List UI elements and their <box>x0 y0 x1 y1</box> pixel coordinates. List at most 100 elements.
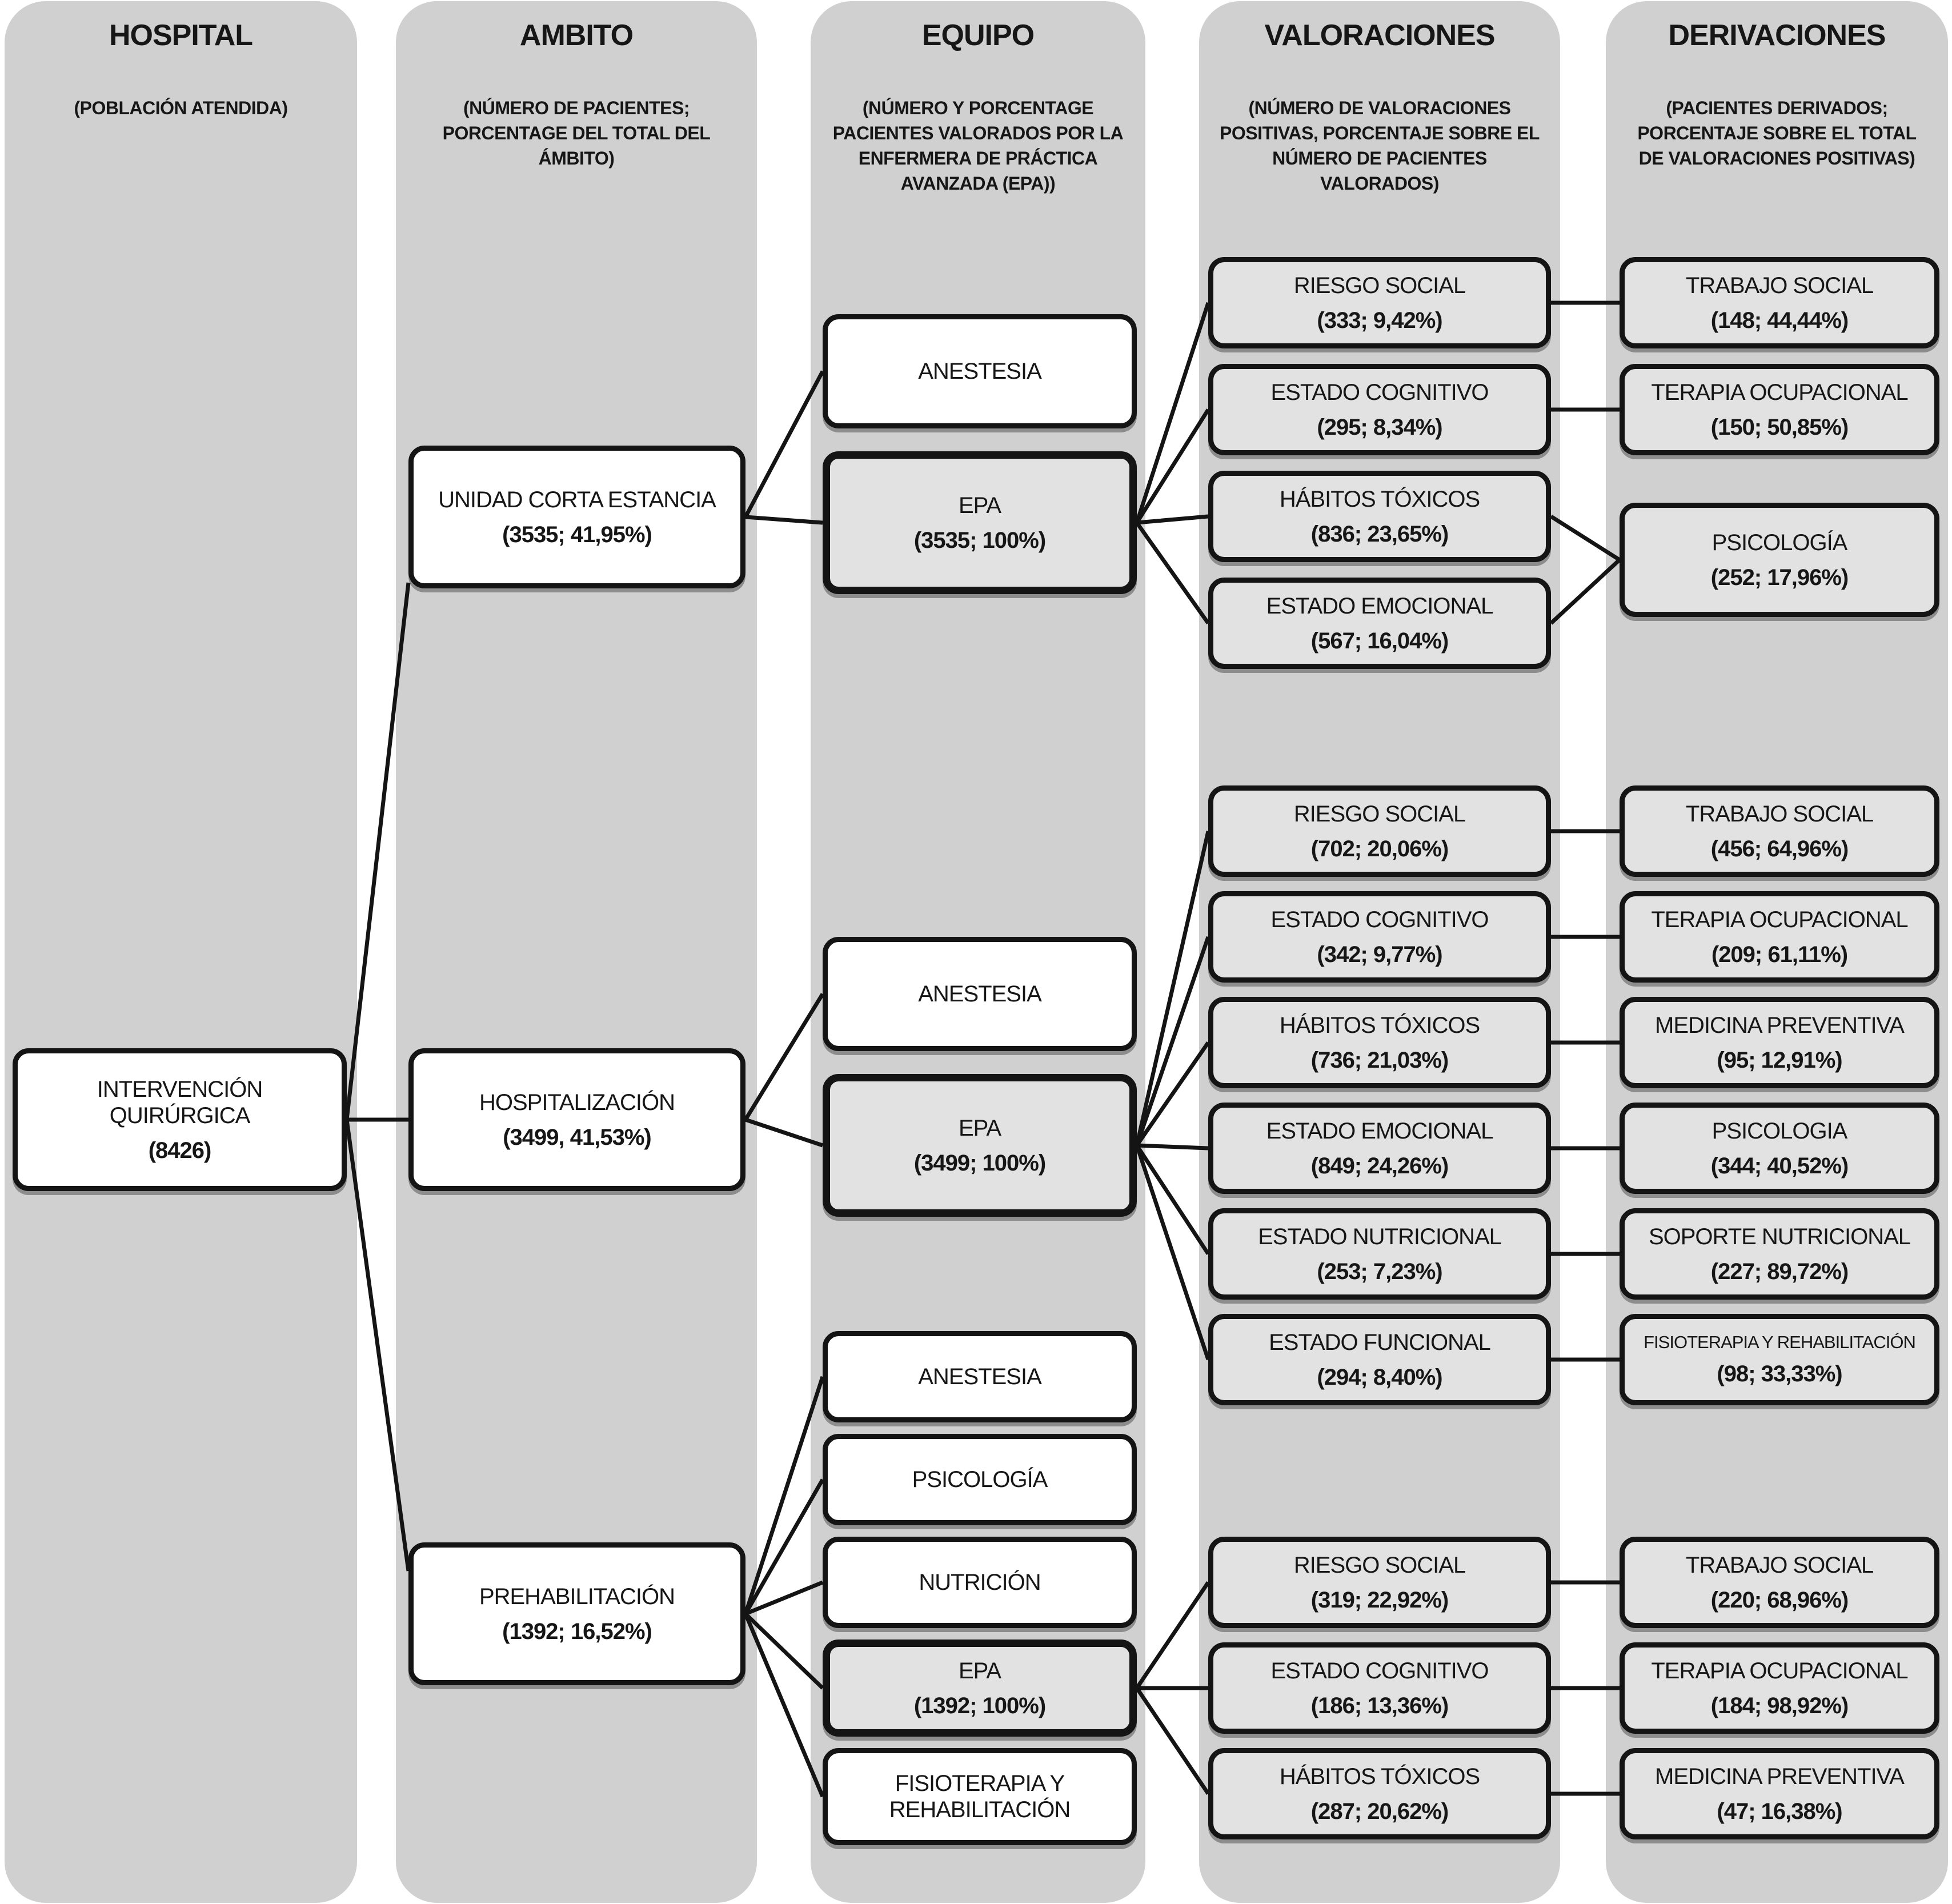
box-label: TRABAJO SOCIAL <box>1685 272 1874 298</box>
node-c1-derivacion-trabajo-social: TRABAJO SOCIAL (148; 44,44%) <box>1620 257 1939 348</box>
box-value: (342; 9,77%) <box>1317 941 1442 967</box>
box-value: (148; 44,44%) <box>1710 307 1849 333</box>
box-label: RIESGO SOCIAL <box>1293 272 1466 298</box>
node-c2-equipo-epa: EPA (3499; 100%) <box>823 1074 1137 1217</box>
node-intervencion-quirurgica: INTERVENCIÓN QUIRÚRGICA (8426) <box>13 1048 347 1191</box>
column-subtitle: (POBLACIÓN ATENDIDA) <box>74 98 288 118</box>
box-label: ESTADO NUTRICIONAL <box>1258 1224 1502 1249</box>
box-value: (333; 9,42%) <box>1317 307 1442 333</box>
column-subtitle: (NÚMERO DE PACIENTES; PORCENTAGE DEL TOT… <box>442 98 711 169</box>
box-label: TRABAJO SOCIAL <box>1685 1552 1874 1578</box>
box-value: (209; 61,11%) <box>1711 941 1848 967</box>
box-value: (150; 50,85%) <box>1710 414 1849 440</box>
node-c3-equipo-nutricion: NUTRICIÓN <box>823 1537 1137 1628</box>
box-label: RIESGO SOCIAL <box>1293 1552 1466 1578</box>
node-c1-valoracion-estado-emocional: ESTADO EMOCIONAL (567; 16,04%) <box>1208 578 1551 669</box>
box-label: ESTADO EMOCIONAL <box>1266 1118 1494 1144</box>
node-c2-valoracion-estado-emocional: ESTADO EMOCIONAL (849; 24,26%) <box>1208 1103 1551 1194</box>
box-label: EPA <box>958 1658 1001 1683</box>
box-label: ESTADO COGNITIVO <box>1270 1658 1489 1683</box>
box-value: (3535; 41,95%) <box>502 522 652 547</box>
box-value: (3499; 100%) <box>913 1150 1046 1176</box>
column-subtitle: (PACIENTES DERIVADOS; PORCENTAJE SOBRE E… <box>1637 98 1917 169</box>
node-c1-derivacion-psicologia: PSICOLOGÍA (252; 17,96%) <box>1620 503 1939 617</box>
node-c2-derivacion-fisioterapia-rehabilitacion: FISIOTERAPIA Y REHABILITACIÓN (98; 33,33… <box>1620 1314 1939 1405</box>
box-label: PSICOLOGÍA <box>912 1467 1048 1492</box>
box-value: (3535; 100%) <box>913 527 1046 553</box>
box-label: SOPORTE NUTRICIONAL <box>1648 1224 1911 1249</box>
box-value: (47; 16,38%) <box>1717 1798 1842 1824</box>
node-c1-valoracion-estado-cognitivo: ESTADO COGNITIVO (295; 8,34%) <box>1208 364 1551 455</box>
box-value: (227; 89,72%) <box>1710 1258 1849 1284</box>
box-label: MEDICINA PREVENTIVA <box>1655 1763 1905 1789</box>
column-title: AMBITO <box>519 19 634 52</box>
node-c2-derivacion-psicologia: PSICOLOGIA (344; 40,52%) <box>1620 1103 1939 1194</box>
column-subtitle: (NÚMERO Y PORCENTAGE PACIENTES VALORADOS… <box>832 98 1124 194</box>
box-value: (836; 23,65%) <box>1310 521 1449 547</box>
box-value: (95; 12,91%) <box>1717 1047 1842 1073</box>
box-label: ESTADO FUNCIONAL <box>1269 1329 1491 1355</box>
node-c2-derivacion-medicina-preventiva: MEDICINA PREVENTIVA (95; 12,91%) <box>1620 997 1939 1088</box>
column-hospital: HOSPITAL (POBLACIÓN ATENDIDA) <box>5 1 357 1903</box>
box-label: ANESTESIA <box>918 981 1042 1007</box>
box-label: EPA <box>958 1115 1001 1141</box>
box-value: (3499, 41,53%) <box>503 1124 652 1150</box>
box-label: HÁBITOS TÓXICOS <box>1279 1763 1480 1789</box>
box-value: (319; 22,92%) <box>1310 1587 1449 1613</box>
node-c2-derivacion-terapia-ocupacional: TERAPIA OCUPACIONAL (209; 61,11%) <box>1620 891 1939 983</box>
node-c1-ambito: UNIDAD CORTA ESTANCIA (3535; 41,95%) <box>408 446 745 588</box>
box-value: (253; 7,23%) <box>1317 1258 1442 1284</box>
box-label: TERAPIA OCUPACIONAL <box>1651 379 1908 405</box>
box-label: NUTRICIÓN <box>919 1570 1041 1595</box>
box-value: (8426) <box>148 1137 212 1163</box>
box-label: ESTADO COGNITIVO <box>1270 379 1489 405</box>
node-c2-valoracion-riesgo-social: RIESGO SOCIAL (702; 20,06%) <box>1208 785 1551 877</box>
box-label: RIESGO SOCIAL <box>1293 801 1466 827</box>
node-c1-valoracion-habitos-toxicos: HÁBITOS TÓXICOS (836; 23,65%) <box>1208 471 1551 562</box>
node-c3-valoracion-riesgo-social: RIESGO SOCIAL (319; 22,92%) <box>1208 1537 1551 1628</box>
box-value: (344; 40,52%) <box>1710 1153 1849 1179</box>
box-label: INTERVENCIÓN QUIRÚRGICA <box>97 1076 263 1128</box>
box-value: (702; 20,06%) <box>1310 836 1449 861</box>
box-value: (295; 8,34%) <box>1317 414 1442 440</box>
node-c3-valoracion-habitos-toxicos: HÁBITOS TÓXICOS (287; 20,62%) <box>1208 1748 1551 1839</box>
node-c3-equipo-anestesia: ANESTESIA <box>823 1331 1137 1422</box>
box-value: (849; 24,26%) <box>1310 1153 1449 1179</box>
box-value: (1392; 100%) <box>913 1693 1046 1718</box>
box-value: (98; 33,33%) <box>1717 1361 1842 1387</box>
box-label: ESTADO EMOCIONAL <box>1266 593 1494 619</box>
node-c2-derivacion-trabajo-social: TRABAJO SOCIAL (456; 64,96%) <box>1620 785 1939 877</box>
node-c3-derivacion-trabajo-social: TRABAJO SOCIAL (220; 68,96%) <box>1620 1537 1939 1628</box>
column-title: HOSPITAL <box>109 19 253 52</box>
box-label: FISIOTERAPIA Y REHABILITACIÓN <box>1644 1332 1916 1352</box>
box-value: (252; 17,96%) <box>1710 564 1849 590</box>
box-label: HÁBITOS TÓXICOS <box>1279 1012 1480 1038</box>
node-c3-ambito: PREHABILITACIÓN (1392; 16,52%) <box>408 1542 745 1685</box>
node-c2-derivacion-soporte-nutricional: SOPORTE NUTRICIONAL (227; 89,72%) <box>1620 1208 1939 1300</box>
node-c3-equipo-psicologia: PSICOLOGÍA <box>823 1434 1137 1525</box>
node-c3-derivacion-medicina-preventiva: MEDICINA PREVENTIVA (47; 16,38%) <box>1620 1748 1939 1839</box>
column-title: DERIVACIONES <box>1668 19 1886 52</box>
box-label: PSICOLOGIA <box>1711 1118 1848 1144</box>
node-c3-valoracion-estado-cognitivo: ESTADO COGNITIVO (186; 13,36%) <box>1208 1642 1551 1734</box>
node-c3-derivacion-terapia-ocupacional: TERAPIA OCUPACIONAL (184; 98,92%) <box>1620 1642 1939 1734</box>
box-value: (736; 21,03%) <box>1310 1047 1449 1073</box>
box-value: (186; 13,36%) <box>1310 1693 1449 1718</box>
node-c2-valoracion-estado-funcional: ESTADO FUNCIONAL (294; 8,40%) <box>1208 1314 1551 1405</box>
box-label: PSICOLOGÍA <box>1711 530 1848 555</box>
box-value: (287; 20,62%) <box>1310 1798 1449 1824</box>
box-label: PREHABILITACIÓN <box>479 1584 675 1609</box>
node-c3-equipo-epa: EPA (1392; 100%) <box>823 1640 1137 1737</box>
box-value: (1392; 16,52%) <box>502 1618 652 1644</box>
box-value: (456; 64,96%) <box>1710 836 1849 861</box>
node-c1-derivacion-terapia-ocupacional: TERAPIA OCUPACIONAL (150; 50,85%) <box>1620 364 1939 455</box>
box-label: ANESTESIA <box>918 359 1042 384</box>
box-label: EPA <box>958 492 1001 518</box>
box-label: TRABAJO SOCIAL <box>1685 801 1874 827</box>
column-title: EQUIPO <box>921 19 1035 52</box>
node-c2-valoracion-estado-nutricional: ESTADO NUTRICIONAL (253; 7,23%) <box>1208 1208 1551 1300</box>
box-value: (567; 16,04%) <box>1310 628 1449 654</box>
column-title: VALORACIONES <box>1264 19 1495 52</box>
